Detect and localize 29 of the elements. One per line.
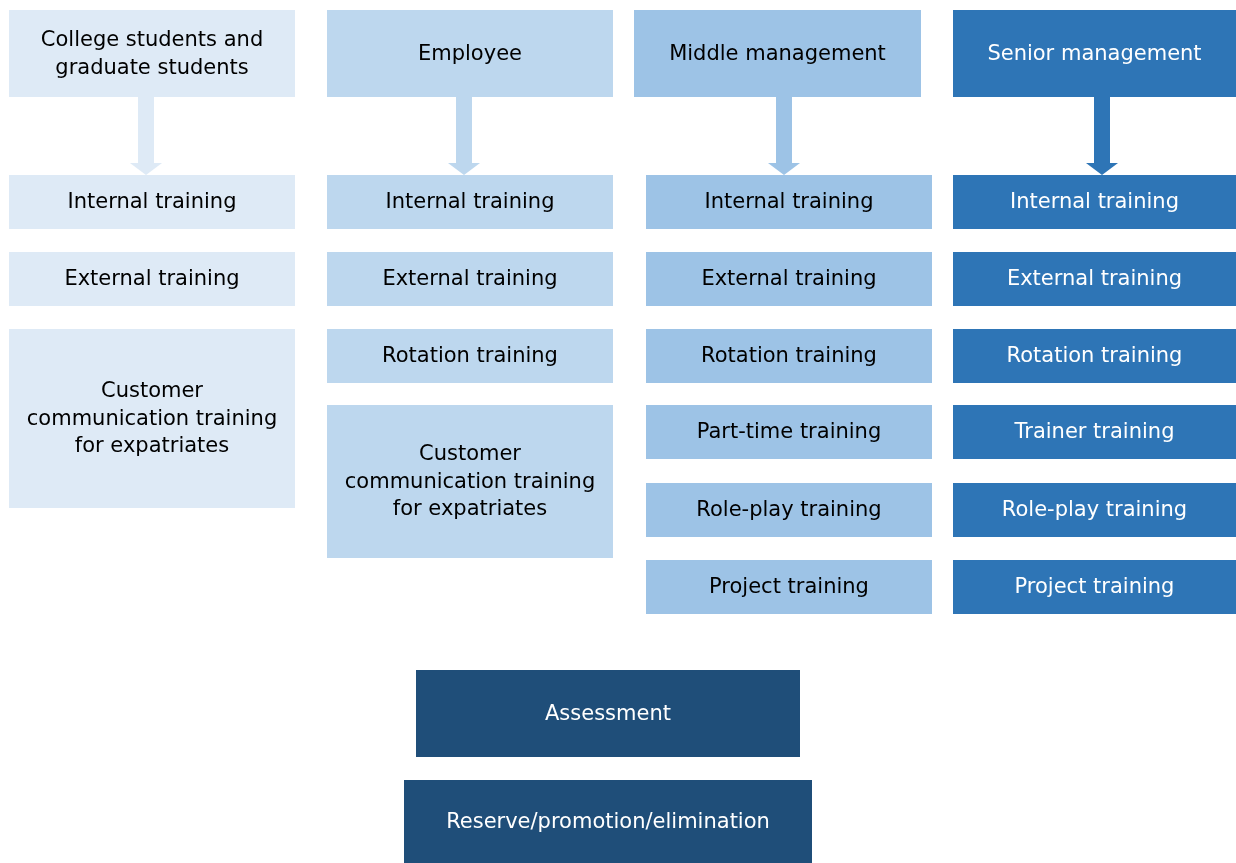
training-box: External training	[9, 252, 295, 306]
down-arrow	[130, 97, 162, 175]
training-box: Rotation training	[327, 329, 613, 383]
training-box: Customer communication training for expatriates	[9, 329, 295, 508]
training-box: Internal training	[953, 175, 1236, 229]
training-box: Internal training	[646, 175, 932, 229]
group-header-box: College students and graduate students	[9, 10, 295, 97]
down-arrow	[1086, 97, 1118, 175]
training-box: Trainer training	[953, 405, 1236, 459]
training-box: Project training	[953, 560, 1236, 614]
result-box: Assessment	[416, 670, 800, 757]
training-box: Internal training	[9, 175, 295, 229]
training-box: External training	[327, 252, 613, 306]
group-header-box: Middle management	[634, 10, 921, 97]
training-box: Rotation training	[646, 329, 932, 383]
training-box: Project training	[646, 560, 932, 614]
training-box: External training	[646, 252, 932, 306]
down-arrow	[768, 97, 800, 175]
training-box: Role-play training	[646, 483, 932, 537]
training-box: Part-time training	[646, 405, 932, 459]
training-box: Rotation training	[953, 329, 1236, 383]
group-header-box: Senior management	[953, 10, 1236, 97]
group-header-box: Employee	[327, 10, 613, 97]
training-box: Internal training	[327, 175, 613, 229]
training-box: Customer communication training for expatriates	[327, 405, 613, 558]
training-box: External training	[953, 252, 1236, 306]
training-box: Role-play training	[953, 483, 1236, 537]
result-box: Reserve/promotion/elimination	[404, 780, 812, 863]
down-arrow	[448, 97, 480, 175]
